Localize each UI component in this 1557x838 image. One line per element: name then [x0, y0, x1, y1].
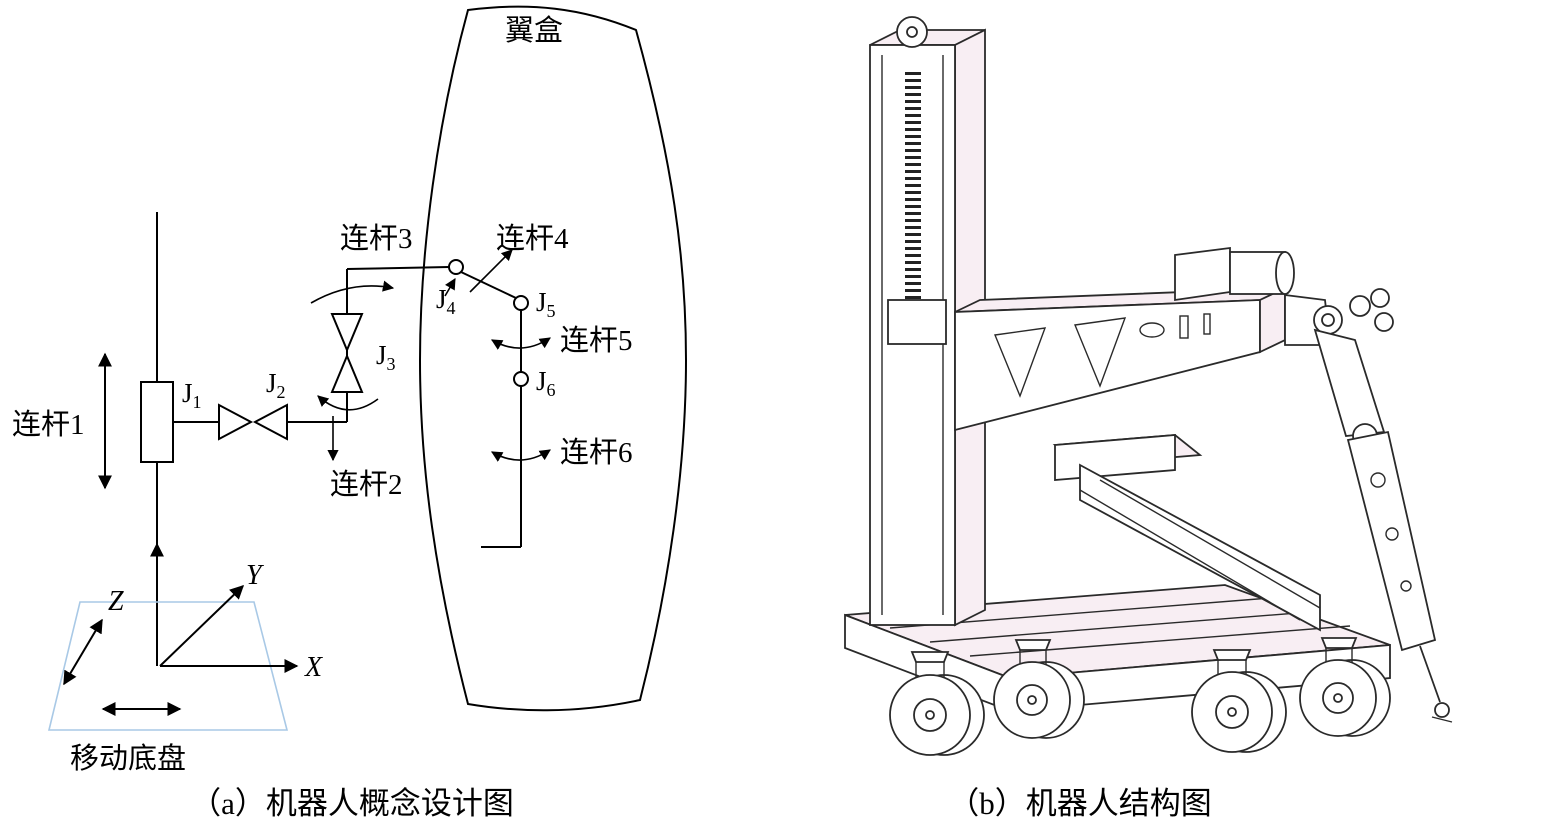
horizontal-arm — [954, 286, 1286, 432]
joint-j4-base: J — [436, 284, 447, 314]
tool-tip-tick — [1431, 716, 1453, 723]
panel-a-schematic: 翼盒 连杆1 J1 J2 J3 连杆2 连杆3 J4 — [12, 5, 688, 821]
joint-j3-label: J3 — [376, 340, 396, 374]
caster-wheel — [1299, 637, 1391, 737]
joint-j6-label: J6 — [536, 366, 556, 400]
joint-j2-label: J2 — [266, 368, 286, 402]
link5-label: 连杆5 — [560, 324, 633, 357]
joint-j6-symbol — [513, 371, 529, 387]
caster-wheel — [1191, 649, 1287, 753]
platform-plank-line — [969, 625, 1351, 657]
arm-cutout-slit — [1203, 313, 1211, 335]
joint-j3-symbol-top — [330, 313, 364, 353]
chassis-label: 移动底盘 — [70, 742, 186, 775]
arm-end-face — [1259, 286, 1286, 354]
link3-line — [346, 266, 450, 270]
caster-wheel — [993, 639, 1085, 739]
link6-label: 连杆6 — [560, 436, 633, 469]
link-hole — [1370, 472, 1386, 488]
joint-j3-base: J — [376, 340, 387, 370]
joint-j4-pointer-arrow — [444, 278, 456, 297]
joint-j5-base: J — [536, 287, 547, 317]
caster-wheel — [889, 651, 985, 756]
wing-box-label: 翼盒 — [505, 14, 563, 47]
tool-rod — [1419, 645, 1441, 703]
chassis-diagonal-arrow — [63, 618, 103, 686]
wrist-upper-link — [1313, 328, 1386, 437]
chassis-plane-outline — [47, 601, 289, 731]
tool-tip — [1434, 702, 1450, 718]
wheel-axle — [1227, 707, 1237, 717]
stair-step-front — [1054, 434, 1176, 481]
wrist-joint-2 — [1349, 295, 1371, 317]
wrist-cylinder — [1370, 288, 1390, 308]
caption-a: （a）机器人概念设计图 — [190, 786, 514, 821]
joint-j2-sub: 2 — [277, 382, 286, 402]
stair-ramp-line — [1099, 479, 1321, 609]
link3-rotation-arrow — [310, 280, 395, 304]
joint-j3-sub: 3 — [387, 354, 396, 374]
link-hole — [1400, 580, 1412, 592]
caster-wheels — [889, 637, 1391, 756]
stair-support — [1052, 434, 1321, 632]
caster-plate — [1320, 637, 1358, 649]
stair-ramp-face — [1079, 463, 1321, 632]
joint-j5-symbol — [513, 295, 529, 311]
y-axis-arrow — [159, 585, 245, 667]
joint-j3-symbol-bottom — [330, 353, 364, 393]
joint-j4-label: J4 — [436, 284, 456, 318]
x-axis-label: X — [304, 652, 323, 683]
joint-j2-symbol-left — [218, 403, 254, 441]
wrist-cylinder — [1374, 312, 1394, 332]
joint-j4-symbol — [448, 259, 464, 275]
joint-j6-sub: 6 — [547, 380, 556, 400]
motor-assembly — [1174, 246, 1295, 302]
link2-rotation-arrow — [317, 395, 379, 411]
link4-arrow — [469, 249, 513, 293]
joint-j2-symbol-right — [252, 403, 288, 441]
link6-rotation-arrow — [491, 449, 551, 462]
joint-j2-base: J — [266, 368, 277, 398]
joint-j5-sub: 5 — [547, 301, 556, 321]
wrist-end-effector — [1284, 288, 1453, 723]
caption-b: （b）机器人结构图 — [948, 786, 1212, 821]
wrist-lower-link — [1346, 430, 1437, 652]
link5-rotation-arrow — [491, 337, 551, 350]
wrist-joint-1-hub — [1321, 313, 1335, 327]
joint-j1-base: J — [182, 378, 193, 408]
link3-label: 连杆3 — [340, 222, 413, 255]
joint-j4-sub: 4 — [447, 298, 456, 318]
top-pulley-hub — [906, 26, 918, 38]
link2-label: 连杆2 — [330, 468, 403, 501]
caster-plate — [910, 651, 950, 663]
wheel-axle — [1333, 693, 1343, 703]
caster-plate — [1014, 639, 1052, 651]
platform-plank-line — [929, 611, 1311, 643]
arm-cutout-triangle — [1074, 317, 1127, 388]
link1-label: 连杆1 — [12, 408, 85, 441]
joint-j1-symbol — [140, 381, 174, 463]
motor-bracket — [1174, 246, 1231, 302]
z-axis-label: Z — [108, 586, 124, 617]
wheel-axle — [1027, 695, 1037, 705]
arm-cutout-slit — [1179, 315, 1189, 339]
arm-cutout-triangle — [994, 327, 1047, 398]
joint-j1-sub: 1 — [193, 392, 202, 412]
joint-j5-label: J5 — [536, 287, 556, 321]
y-axis-label: Y — [246, 560, 265, 591]
link-hole — [1385, 527, 1399, 541]
link4-label: 连杆4 — [496, 222, 569, 255]
wheel-axle — [925, 710, 935, 720]
joint-j1-label: J1 — [182, 378, 202, 412]
motor-end-cap — [1275, 251, 1295, 295]
arm-cutout-slot — [1139, 322, 1165, 338]
stair-ramp-line — [1079, 489, 1301, 621]
wing-box-outline — [418, 5, 688, 712]
panel-b-structure: （b）机器人结构图 — [844, 16, 1453, 821]
link-j4-j5-line — [460, 271, 517, 299]
lift-carriage — [887, 299, 947, 345]
caster-plate — [1212, 649, 1252, 661]
joint-j6-base: J — [536, 366, 547, 396]
